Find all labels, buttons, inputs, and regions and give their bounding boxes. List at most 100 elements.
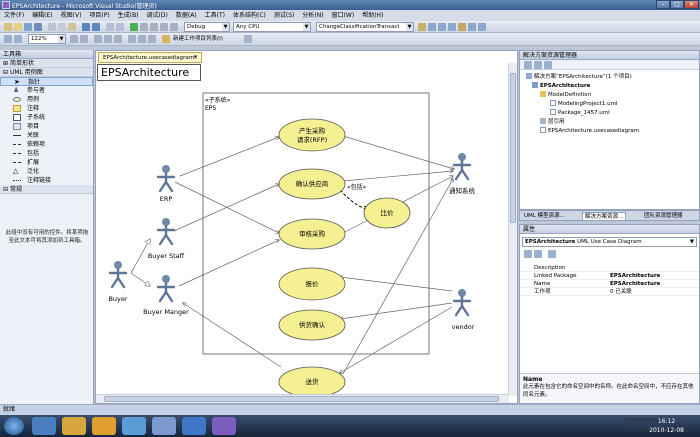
tool-include[interactable]: 包括 xyxy=(0,149,93,158)
find-combo[interactable]: ChangeClassificationTransact▼ xyxy=(316,22,414,32)
tool-pointer[interactable]: ➤指针 xyxy=(0,77,93,86)
configuration-select[interactable]: Debug▼ xyxy=(184,22,230,32)
use-case-quote[interactable] xyxy=(278,267,346,301)
tree-project[interactable]: EPSArchitecture xyxy=(532,82,590,90)
tool-actor[interactable]: ♟参与者 xyxy=(0,86,93,95)
navigate-forward-icon[interactable] xyxy=(116,23,124,31)
menu-tools[interactable]: 工具(T) xyxy=(204,12,226,19)
tree-folder-modeldefinition[interactable]: ModelDefinition xyxy=(540,91,591,99)
menu-window[interactable]: 窗口(W) xyxy=(331,12,355,19)
folder-icon[interactable] xyxy=(62,417,86,435)
bold-icon[interactable] xyxy=(94,35,102,43)
tree-layer-references[interactable]: 层引用 xyxy=(540,118,565,126)
tool-comment-link[interactable]: 注释链接 xyxy=(0,176,93,185)
maximize-button[interactable]: □ xyxy=(670,0,684,9)
menu-test[interactable]: 测试(S) xyxy=(273,12,295,19)
close-tab-icon[interactable]: × xyxy=(192,54,198,61)
tool-artifact[interactable]: 项目 xyxy=(0,122,93,131)
new-project-icon[interactable] xyxy=(4,23,12,31)
italic-icon[interactable] xyxy=(104,35,112,43)
cut-icon[interactable] xyxy=(48,23,56,31)
save-icon[interactable] xyxy=(24,23,32,31)
zoom-select[interactable]: 122%▼ xyxy=(28,34,66,44)
open-file-icon[interactable] xyxy=(14,23,22,31)
new-work-item-icon[interactable] xyxy=(162,35,170,43)
use-case-review-purchase[interactable] xyxy=(278,218,346,250)
close-button[interactable]: ✕ xyxy=(684,0,699,9)
categorized-icon[interactable] xyxy=(524,250,532,258)
menu-architecture[interactable]: 体系结构(C) xyxy=(233,12,266,19)
step-icon[interactable] xyxy=(170,23,178,31)
diagram-title[interactable]: EPSArchitecture xyxy=(97,64,201,81)
align-left-icon[interactable] xyxy=(128,35,136,43)
menu-project[interactable]: 项目(P) xyxy=(89,12,110,19)
alphabetical-icon[interactable] xyxy=(534,250,542,258)
actor-notify-system[interactable] xyxy=(452,153,472,181)
vertical-scroll-thumb[interactable] xyxy=(510,73,516,223)
system-tray[interactable] xyxy=(625,418,673,426)
actor-buyer[interactable] xyxy=(108,261,128,289)
underline-icon[interactable] xyxy=(114,35,122,43)
minimize-button[interactable]: – xyxy=(656,0,670,9)
tool-dependency[interactable]: 依赖项 xyxy=(0,140,93,149)
refresh-icon[interactable] xyxy=(244,35,252,43)
use-case-supply-confirm[interactable] xyxy=(278,309,346,341)
extension-manager-icon[interactable] xyxy=(478,23,486,31)
properties-object-select[interactable]: EPSArchitecture UML Use Case Diagram▼ xyxy=(522,237,697,247)
property-value[interactable]: EPSArchitecture xyxy=(610,273,661,279)
association-delivery-notify[interactable] xyxy=(342,179,453,375)
copy-icon[interactable] xyxy=(58,23,66,31)
visual-studio-taskbar-icon[interactable] xyxy=(212,417,236,435)
start-page-icon[interactable] xyxy=(468,23,476,31)
use-case-compare-price[interactable] xyxy=(363,197,411,229)
internet-explorer-icon[interactable] xyxy=(32,417,56,435)
start-button-icon[interactable] xyxy=(4,417,24,435)
property-value[interactable]: 0 已关联 xyxy=(610,289,632,295)
tool-comment[interactable]: 注释 xyxy=(0,104,93,113)
menu-debug[interactable]: 调试(D) xyxy=(146,12,168,19)
tool-association[interactable]: 关联 xyxy=(0,131,93,140)
grid-icon[interactable] xyxy=(4,35,12,43)
association-confirm-notify[interactable] xyxy=(342,171,453,182)
tab-usecasediagram[interactable]: EPSArchitecture.usecasediagram*× xyxy=(98,52,202,63)
zoom-out-icon[interactable] xyxy=(80,35,88,43)
association-delivery-manager[interactable] xyxy=(183,303,282,368)
start-debug-icon[interactable] xyxy=(130,23,138,31)
horizontal-scrollbar[interactable] xyxy=(96,394,509,403)
generalization-buyer[interactable] xyxy=(130,272,150,286)
actor-buyer-manager[interactable] xyxy=(156,275,176,303)
property-value[interactable]: EPSArchitecture xyxy=(610,281,661,287)
tree-file-modelingproject[interactable]: ModelingProject1.uml xyxy=(550,100,617,108)
menu-view[interactable]: 视图(V) xyxy=(60,12,82,19)
redo-icon[interactable] xyxy=(92,23,100,31)
media-player-icon[interactable] xyxy=(92,417,116,435)
tab-team-explorer[interactable]: 团队资源管理器 xyxy=(644,213,683,219)
platform-select[interactable]: Any CPU▼ xyxy=(233,22,311,32)
align-right-icon[interactable] xyxy=(148,35,156,43)
pause-icon[interactable] xyxy=(140,23,148,31)
tool-subsystem[interactable]: 子系统 xyxy=(0,113,93,122)
actor-buyer-staff[interactable] xyxy=(156,218,176,246)
menu-file[interactable]: 文件(F) xyxy=(4,12,25,19)
align-center-icon[interactable] xyxy=(138,35,146,43)
include-dependency[interactable] xyxy=(339,189,369,209)
stop-icon[interactable] xyxy=(150,23,158,31)
tree-file-usecasediagram[interactable]: EPSArchitecture.usecasediagram xyxy=(540,127,639,135)
vertical-scrollbar[interactable] xyxy=(508,63,517,396)
association-manager-review[interactable] xyxy=(178,240,279,287)
association-rfp-notify[interactable] xyxy=(342,135,454,169)
menu-help[interactable]: 帮助(H) xyxy=(362,12,384,19)
show-all-files-icon[interactable] xyxy=(534,61,542,69)
menu-build[interactable]: 生成(B) xyxy=(117,12,139,19)
undo-icon[interactable] xyxy=(82,23,90,31)
generalization-buyer-staff[interactable] xyxy=(130,239,150,274)
outlook-icon[interactable] xyxy=(152,417,176,435)
section-simple-shapes[interactable]: ⊞ 简单形状 xyxy=(0,59,93,68)
firefox-icon[interactable] xyxy=(122,417,146,435)
horizontal-scroll-thumb[interactable] xyxy=(104,396,499,402)
restart-icon[interactable] xyxy=(160,23,168,31)
navigate-back-icon[interactable] xyxy=(106,23,114,31)
association-staff-confirm[interactable] xyxy=(173,184,279,232)
